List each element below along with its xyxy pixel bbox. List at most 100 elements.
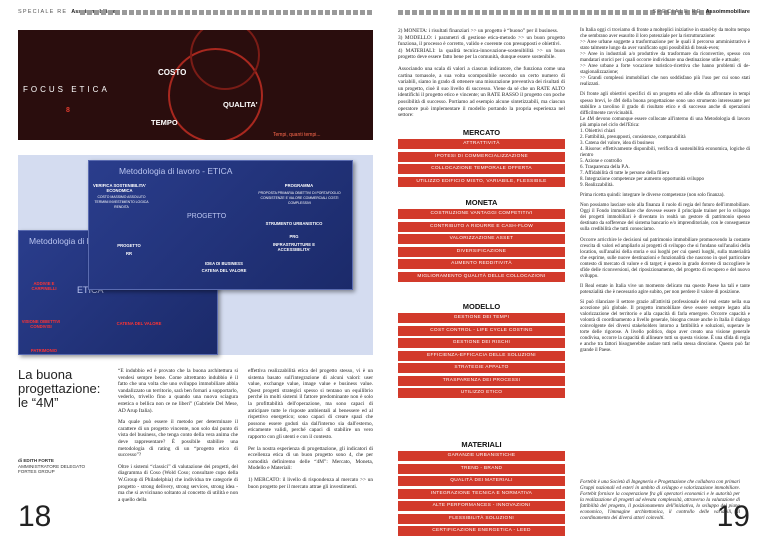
slide-front-item-8: IDEA DI BUSINESS (205, 261, 243, 266)
left-header-squares (80, 10, 372, 15)
matrix-row-materiali-1: TREND - BRAND (398, 463, 565, 474)
matrix-row-modello-0: GESTIONE DEI TEMPI (398, 313, 565, 323)
col4-p0: In Italia oggi ci troviamo di fronte a m… (580, 28, 750, 40)
right-header-label: SPECIALE RE (652, 9, 702, 15)
hero-ring-small (190, 30, 260, 90)
col4-p3: >> Aree urbane a forte vocazione turisti… (580, 64, 750, 76)
matrix-title-modello: MODELLO (462, 302, 501, 311)
col3-p1: 3) MODELLO: i parametri di gestione etic… (398, 34, 565, 48)
col2-p1: Per la nostra esperienza di progettazion… (248, 445, 373, 472)
article-col-4: In Italia oggi ci troviamo di fronte a m… (580, 28, 750, 359)
hero-number: 8 (66, 107, 70, 114)
slide-front-item-10: PROGETTO (117, 243, 141, 248)
matrix-row-modello-1: COST CONTROL - LIFE CYCLE COSTING (398, 325, 565, 336)
col3-p3: Associando una scala di valori a ciascun… (398, 65, 565, 119)
matrix-row-modello-4: STRATEGIE APPALTO (398, 363, 565, 373)
hero-tempo: TEMPO (151, 118, 178, 127)
matrix-row-modello-2: GESTIONE DEI RISCHI (398, 338, 565, 348)
hero-costo: COSTO (158, 68, 187, 77)
slide-front-item-11: RR (125, 251, 133, 256)
matrix-title-materiali: MATERIALI (461, 440, 502, 449)
matrix-row-mercato-0: ATTRATTIVITÀ (398, 139, 565, 149)
col4-p9: 3. Catena del valore, idea di business (580, 140, 655, 146)
col4-p8: 2. Fattibilità, presupposti, consistenze… (580, 134, 686, 140)
col1-p0: “E indubbio ed è provato che la buona ar… (118, 368, 238, 414)
hero-caption: Tempi, quanti tempi... (273, 132, 321, 138)
matrix-row-moneta-5: MIGLIORAMENTO QUALITÀ DELLE COLLOCAZIONI (398, 271, 565, 282)
slide-front-title: Metodologia di lavoro - ETICA (119, 166, 233, 176)
col4-p20: Si può rilanciare il settore grazie all'… (580, 299, 750, 354)
col4-p10: 4. Risorse: effettivamente disponibili, … (580, 146, 750, 158)
matrix-row-moneta-3: DIVERSIFICAZIONE (398, 246, 565, 257)
slide-front-item-1: COSTO MASSIMO ASSOLUTO TERMINI INVESTIME… (94, 195, 149, 209)
slide-front-item-7: INFRASTRUTTURE E ACCESSIBILITA' (272, 242, 316, 252)
right-header-squares (398, 10, 711, 15)
hero-focus: FOCUS ETICA (23, 85, 110, 94)
col4-p2: >> Aree in industriali a/o produttive da… (580, 52, 750, 64)
matrix-row-moneta-0: COSTRUZIONE VANTAGGI COMPETITIVI (398, 209, 565, 219)
bio-text: Fortebit è una Società di Ingegneria e P… (580, 480, 740, 521)
slide-front-item-9: CATENA DEL VALORE (201, 268, 247, 273)
page-number-left: 18 (18, 500, 52, 533)
col4-p19: Il Real estate in Italia vive un momento… (580, 283, 750, 295)
left-header: SPECIALE RE Assoimmobiliare (18, 9, 116, 15)
col4-p15: 9. Realizzabilità. (580, 183, 614, 189)
page-number-right: 19 (716, 500, 750, 533)
slide-front-item-6: PRG (289, 234, 299, 239)
author-role: AMMINISTRATORE DELEGATO (18, 463, 86, 469)
article-title: La buona progettazione: le “4M” (18, 367, 101, 410)
right-header-brand: Assoimmobiliare (705, 9, 750, 15)
author-company: FORTES GROUP (18, 469, 55, 475)
slide-back-red-3: CATENA DEL VALORE (116, 321, 162, 326)
col4-p14: 8. Integrazione competenze per aumento o… (580, 177, 704, 183)
matrix-row-materiali-4: ALTE PERFORMANCES - INNOVAZIONI (398, 501, 565, 511)
right-header: SPECIALE RE Assoimmobiliare (652, 9, 750, 15)
col1-p2: Oltre i sistemi “classici” di valutazion… (118, 463, 238, 503)
col4-p1: >> Aree urbane soggette a trasformazione… (580, 40, 750, 52)
col4-p17: Non possiamo lasciare solo alla finanza … (580, 203, 750, 233)
left-header-label: SPECIALE RE (18, 9, 68, 15)
author-block: di EDITH FORTE AMMINISTRATORE DELEGATO F… (18, 458, 103, 475)
col4-p11: 5. Azione e controllo (580, 158, 622, 164)
article-col-2: effettiva realizzabilità etica del proge… (248, 368, 373, 495)
matrix-row-mercato-2: COLLOCAZIONE TEMPORALE OFFERTA (398, 164, 565, 174)
slide-back-red-0: ADDIVIE E CARPINELLI (31, 281, 57, 291)
col3-p0: 2) MONETA: i risultati finanziari >> un … (398, 28, 559, 34)
slide-back-red-4: PATRIMONIO (30, 348, 58, 353)
matrix-row-modello-5: TRASPARENZA DEI PROCESSI (398, 375, 565, 386)
slide-front-item-3: PROPOSTA PRIMARIA OBIETTIVI DI PORTAFOGL… (258, 191, 341, 205)
matrix-row-materiali-3: INTEGRAZIONE TECNICA E NORMATIVA (398, 488, 565, 499)
slide-back-red-2: VISIONE OBIETTIVI CONDIVISI (21, 319, 61, 329)
col2-p2: 1) MERCATO: il livello di rispondenza al… (248, 476, 373, 490)
slide-back-etica: ETICA (77, 285, 104, 295)
col4-p6: Le 4M devono comunque essere collocate a… (580, 116, 750, 128)
author-name: di EDITH FORTE (18, 458, 54, 463)
article-col-1: “E indubbio ed è provato che la buona ar… (118, 368, 238, 508)
matrix-row-modello-3: EFFICIENZA-EFFICACIA DELLE SOLUZIONI (398, 350, 565, 361)
matrix-title-mercato: MERCATO (462, 128, 501, 137)
matrix-row-materiali-6: CERTIFICAZIONE ENERGETICA - LEED (398, 526, 565, 536)
left-header-brand: Assoimmobiliare (71, 9, 115, 15)
col4-p16: Prima ricetta quindi: integrare le diver… (580, 193, 725, 199)
col4-p5: Di fronte agli obiettivi specifici di un… (580, 92, 750, 116)
slide-front: Metodologia di lavoro - ETICA VERIFICA S… (88, 160, 353, 290)
matrix-row-mercato-3: UTILIZZO EDIFICIO MISTO, VARIABILE, FLES… (398, 176, 565, 187)
hero-image: FOCUS ETICA 8 COSTO QUALITA' TEMPO Tempi… (18, 30, 373, 140)
slide-front-item-5: STRUMENTO URBANISTICO (265, 221, 323, 226)
matrix-title-moneta: MONETA (465, 198, 498, 207)
col4-p12: 6. Trasparenza della P.A. (580, 165, 630, 171)
matrix-row-mercato-1: IPOTESI DI COMMERCIALIZZAZIONE (398, 151, 565, 162)
col4-p13: 7. Affidabilità di tutte le persone dell… (580, 171, 670, 177)
matrix-row-materiali-2: QUALITÀ DEI MATERIALI (398, 476, 565, 486)
matrix-row-materiali-0: GARANZIE URBANISTICHE (398, 451, 565, 461)
slide-front-item-0: VERIFICA SOSTENIBILITA' ECONOMICA (92, 183, 147, 193)
col4-p18: Occorre arricchire le decisioni sul patr… (580, 237, 750, 279)
hero-qualita: QUALITA' (223, 100, 258, 109)
matrix-row-moneta-1: CONTRIBUTO A RIDURRE E CASH-FLOW (398, 221, 565, 232)
col1-p1: Ma quale può essere il metodo per determ… (118, 419, 238, 459)
col3-p2: 4) MATERIALI: la qualità tecnica-innovaz… (398, 47, 565, 61)
col4-p4: >> Grandi complessi immobiliari che non … (580, 76, 750, 88)
slide-front-item-2: PROGRAMMA (284, 183, 314, 188)
slide-back-title: Metodologia di lavoro - ETICA (29, 236, 143, 246)
matrix-row-materiali-5: FLESSIBILITÀ SOLUZIONI (398, 513, 565, 524)
